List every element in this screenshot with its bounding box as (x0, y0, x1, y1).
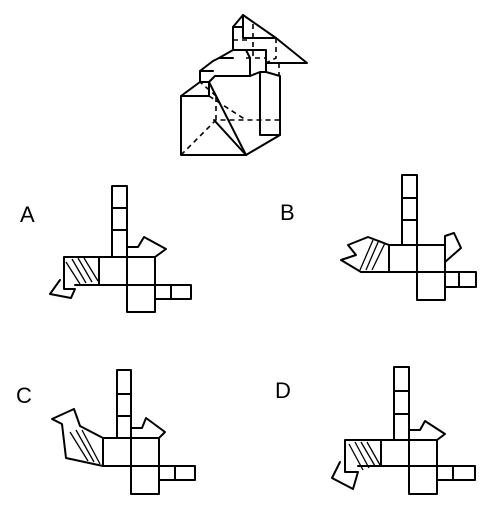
option-d-label: D (275, 378, 291, 403)
option-d-net (331, 366, 476, 495)
option-label: A (20, 202, 35, 227)
option-c-label: C (16, 383, 32, 408)
option-label: D (275, 378, 291, 403)
option-c-net (51, 369, 196, 495)
option-b-net (340, 174, 477, 301)
option-a-net (49, 185, 192, 313)
option-a-label: A (20, 202, 35, 227)
option-label: C (16, 383, 32, 408)
option-b-label: B (280, 200, 295, 225)
folded-solid (180, 14, 308, 156)
option-label: B (280, 200, 295, 225)
